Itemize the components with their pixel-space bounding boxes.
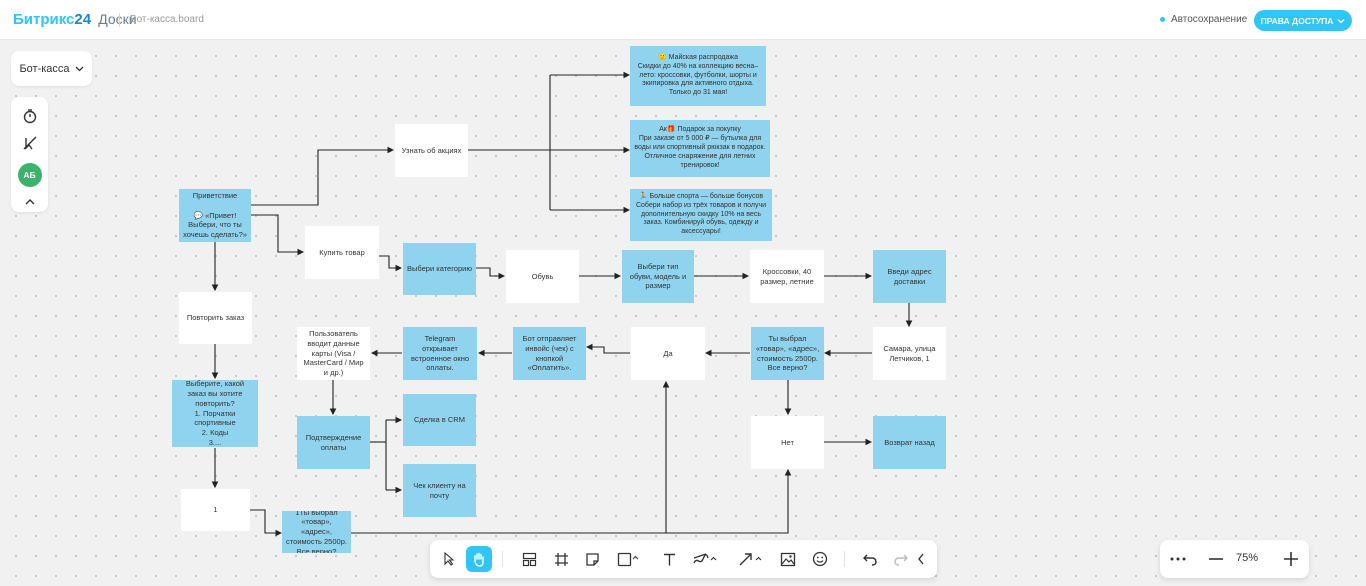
pen-tool[interactable] <box>688 546 722 572</box>
brand-product: Доски <box>98 11 137 27</box>
pen-icon <box>693 552 717 563</box>
cursor-off-icon <box>23 136 36 150</box>
autosave-label: Автосохранение <box>1171 14 1248 25</box>
frame-tool[interactable] <box>548 546 574 572</box>
image-icon <box>780 552 796 566</box>
bottom-toolbar <box>430 540 937 578</box>
hide-cursors-button[interactable] <box>11 132 48 154</box>
node-back[interactable]: Возврат назад <box>873 416 946 469</box>
node-pay-confirm[interactable]: Подтверждение оплаты <box>297 416 370 469</box>
more-dots-icon <box>1170 557 1186 561</box>
minus-icon <box>1209 558 1223 560</box>
header-divider <box>119 13 120 27</box>
board-file-name: Бот-касса.board <box>130 14 204 25</box>
image-tool[interactable] <box>775 546 801 572</box>
smile-icon <box>812 551 828 567</box>
autosave-dot-icon <box>1160 16 1165 22</box>
arrow-icon <box>739 552 762 565</box>
node-buy[interactable]: Купить товар <box>305 226 379 279</box>
redo-button[interactable] <box>888 546 914 572</box>
node-greeting[interactable]: Приветствие 💬 «Привет! Выбери, что ты хо… <box>179 189 251 242</box>
board-select-label: Бот-касса <box>19 62 70 75</box>
zoom-in-button[interactable] <box>1279 548 1303 570</box>
node-invoice[interactable]: Бот отправляет инвойс (чек) с кнопкой «О… <box>513 327 586 380</box>
square-shape-icon <box>617 552 639 566</box>
node-shoes[interactable]: Обувь <box>506 250 579 303</box>
autosave-status: Автосохранение <box>1160 14 1247 25</box>
node-choose-repeat[interactable]: Выберите, какой заказ вы хотите повторит… <box>172 380 258 447</box>
undo-icon <box>863 554 877 566</box>
emoji-tool[interactable] <box>807 546 833 572</box>
top-bar: Битрикс24 Доски Бот-касса.board Автосохр… <box>0 0 1366 40</box>
node-no[interactable]: Нет <box>751 416 824 469</box>
node-shoe-type[interactable]: Выбери тип обуви, модель и размер <box>622 250 694 303</box>
access-rights-button[interactable]: ПРАВА ДОСТУПА <box>1254 10 1352 31</box>
text-tool[interactable] <box>656 546 682 572</box>
node-crm[interactable]: Сделка в CRM <box>403 394 476 446</box>
collapse-toolbar-button[interactable] <box>911 546 931 572</box>
layout-tool[interactable] <box>516 546 542 572</box>
node-promo-gift[interactable]: Ак🎁 Подарок за покупку При заказе от 5 0… <box>630 120 770 177</box>
node-receipt[interactable]: Чек клиенту на почту <box>403 464 476 517</box>
board-select-dropdown[interactable]: Бот-касса <box>11 51 92 86</box>
node-yes[interactable]: Да <box>631 327 705 380</box>
timer-button[interactable] <box>11 105 48 127</box>
hand-icon <box>474 552 484 567</box>
frame-icon <box>554 552 568 566</box>
plus-icon <box>1284 552 1298 566</box>
timer-icon <box>23 109 36 124</box>
toolbar-divider <box>502 551 503 567</box>
node-promos[interactable]: Узнать об акциях <box>395 124 468 177</box>
node-sneakers[interactable]: Кроссовки, 40 размер, летние <box>750 250 824 303</box>
user-avatar-button[interactable]: АБ <box>11 163 48 187</box>
select-tool[interactable] <box>436 546 462 572</box>
shape-tool[interactable] <box>612 546 644 572</box>
node-repeat[interactable]: Повторить заказ <box>179 292 252 344</box>
node-card[interactable]: Пользователь вводит данные карты (Visa /… <box>297 327 370 380</box>
chevron-up-icon <box>25 198 34 204</box>
undo-button[interactable] <box>857 546 883 572</box>
hand-tool[interactable] <box>466 546 492 572</box>
zoom-level: 75% <box>1236 552 1259 564</box>
node-telegram[interactable]: Telegram открывает встроенное окно оплат… <box>403 327 477 380</box>
avatar: АБ <box>17 163 42 187</box>
zoom-toolbar: 75% <box>1160 540 1309 578</box>
node-confirm[interactable]: Ты выбрал «товар», «адрес», стоимость 25… <box>751 327 824 380</box>
more-options-button[interactable] <box>1166 548 1190 570</box>
sticker-tool[interactable] <box>579 546 605 572</box>
chevron-left-icon <box>918 553 924 565</box>
redo-icon <box>894 554 908 566</box>
node-address[interactable]: Введи адрес доставки <box>873 250 946 303</box>
node-promo-may-sale[interactable]: 🙂 Майская распродажа Скидки до 40% на ко… <box>630 46 766 106</box>
layout-icon <box>522 552 536 566</box>
chevron-down-icon <box>1337 18 1345 23</box>
collapse-button[interactable] <box>11 190 48 212</box>
connector-tool[interactable] <box>734 546 768 572</box>
node-category[interactable]: Выбери категорию <box>403 243 476 295</box>
brand-number: 24 <box>74 11 92 28</box>
cursor-icon <box>444 552 455 566</box>
node-samara[interactable]: Самара, улица Летчиков, 1 <box>873 327 946 380</box>
brand-logo[interactable]: Битрикс24 Доски <box>13 11 137 28</box>
node-confirm-repeat[interactable]: 1Ты выбрал «товар», «адрес», стоимость 2… <box>282 511 351 553</box>
sticker-icon <box>585 552 599 566</box>
brand-name: Битрикс <box>13 11 75 28</box>
text-icon <box>663 553 675 565</box>
access-rights-label: ПРАВА ДОСТУПА <box>1260 15 1334 26</box>
zoom-out-button[interactable] <box>1204 548 1228 570</box>
left-toolbar: АБ <box>11 97 48 212</box>
node-promo-bonus[interactable]: 🏃 Больше спорта — больше бонусов Собери … <box>630 189 772 241</box>
toolbar-divider <box>844 551 845 567</box>
node-one[interactable]: 1 <box>181 489 250 531</box>
chevron-down-icon <box>75 66 84 71</box>
